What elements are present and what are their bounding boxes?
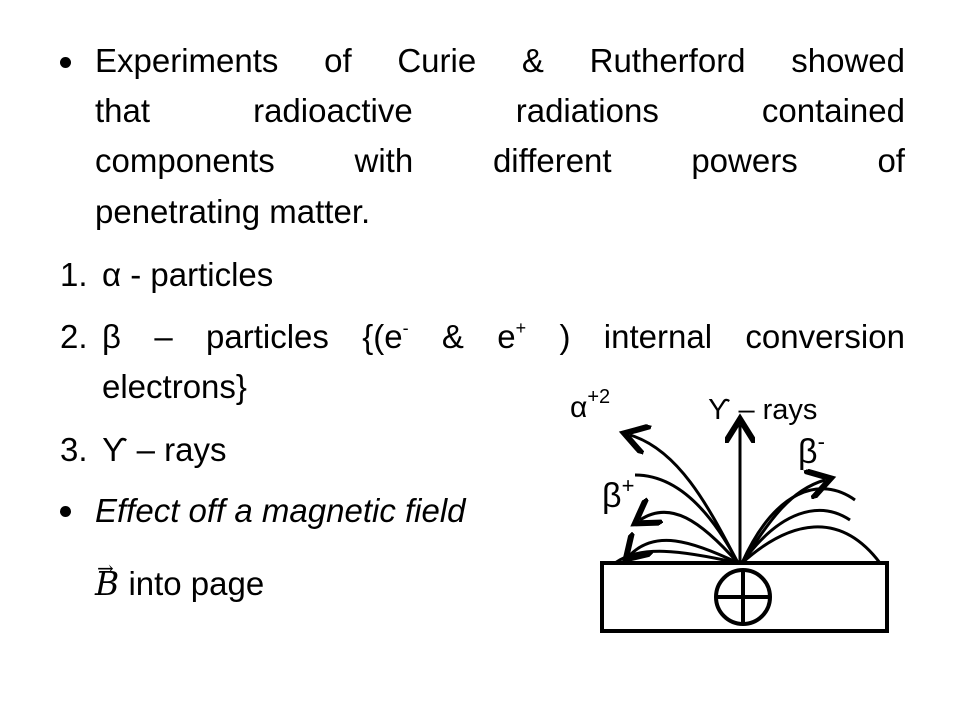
word: different — [492, 142, 612, 179]
bullet-dot-1 — [60, 57, 71, 68]
bullet-dot-2 — [60, 506, 71, 517]
word: internal — [603, 318, 713, 355]
word: – — [154, 318, 173, 355]
list-number-1: 1. — [60, 256, 88, 293]
word: of — [324, 42, 352, 79]
alpha-label: α+2 — [570, 387, 610, 424]
b-letter: B — [95, 564, 120, 603]
word: Rutherford — [589, 42, 746, 79]
magnetic-field-diagram: α+2 ϒ – rays β- β+ — [560, 380, 900, 640]
e-minus: {(e — [362, 318, 403, 355]
word: & — [441, 318, 464, 355]
word: & — [521, 42, 544, 79]
bullet1-line-3: components with different powers of — [95, 137, 905, 185]
b-vector-symbol: →B — [95, 556, 120, 608]
word: Experiments — [95, 42, 279, 79]
bullet2-text: Effect off a magnetic field — [95, 492, 466, 529]
beta-plus-symbol: β — [602, 477, 622, 515]
word: particles — [206, 318, 329, 355]
list-item-3: ϒ – rays — [102, 431, 227, 468]
beta-plus-path-1 — [640, 512, 740, 564]
gamma-label: ϒ – rays — [708, 394, 818, 426]
word: that — [95, 92, 151, 129]
word: of — [877, 142, 905, 179]
word: {(e- — [362, 313, 408, 361]
diagram-drawing — [600, 380, 889, 633]
word: ) — [559, 318, 571, 355]
list-item-1: α - particles — [102, 256, 274, 293]
plus-sup: + — [515, 318, 527, 338]
list-number-3: 3. — [60, 431, 88, 468]
e-plus: e — [497, 318, 516, 355]
beta-minus-label: β- — [798, 431, 825, 471]
word: conversion — [745, 318, 905, 355]
word: with — [354, 142, 414, 179]
list-item-2-line-2: electrons} — [102, 368, 247, 405]
field-box — [600, 561, 889, 633]
bullet1-line-4: penetrating matter. — [95, 193, 371, 230]
beta-minus-symbol: β — [798, 433, 818, 471]
list-number-2: 2. — [60, 318, 88, 355]
beta-minus-path-2 — [740, 508, 851, 564]
word: components — [95, 142, 275, 179]
alpha-charge: +2 — [587, 386, 611, 408]
b-field-text: into page — [128, 565, 265, 602]
bullet1-line-2: that radioactive radiations contained — [95, 87, 905, 135]
word: contained — [761, 92, 905, 129]
beta-minus-sign: - — [817, 429, 825, 454]
word: radiations — [515, 92, 659, 129]
vector-arrow-icon: → — [97, 556, 114, 580]
list-item-2-line-1: β – particles {(e- & e+ ) internal conve… — [102, 313, 905, 361]
alpha-symbol: α — [570, 391, 588, 424]
beta-plus-sign: + — [621, 473, 635, 498]
beta-plus-path-2 — [630, 540, 739, 565]
word: radioactive — [253, 92, 413, 129]
minus-sup: - — [402, 318, 409, 338]
word: showed — [791, 42, 905, 79]
word: powers — [691, 142, 798, 179]
beta-plus-label: β+ — [602, 475, 634, 515]
word: Curie — [397, 42, 477, 79]
bullet1-line-1: Experiments of Curie & Rutherford showed — [95, 37, 905, 85]
b-field-line: →B into page — [95, 556, 265, 608]
word: β — [102, 318, 121, 355]
word: e+ — [497, 313, 526, 361]
